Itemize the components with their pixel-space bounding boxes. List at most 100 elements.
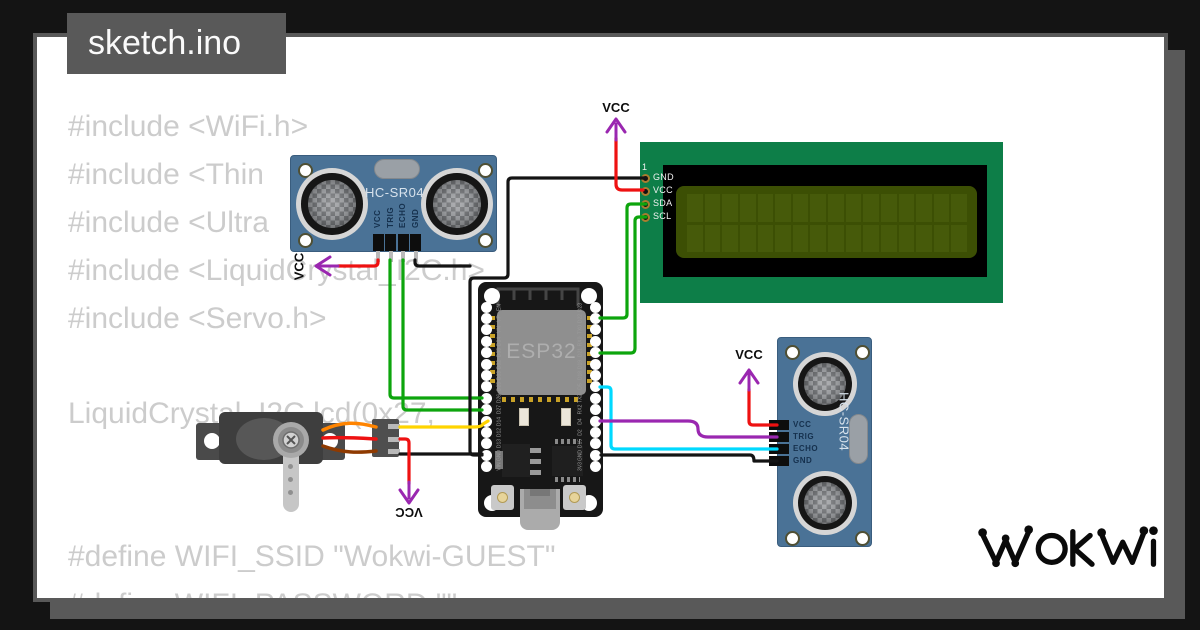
lcd-cell: [898, 194, 915, 222]
code-line: #include <WiFi.h>: [68, 110, 309, 143]
lcd-cell: [880, 224, 897, 252]
lcd-cell: [828, 194, 844, 222]
mount-hole: [298, 233, 313, 248]
servo-horn-hole: [288, 477, 293, 482]
regulator-leg: [530, 470, 541, 475]
servo-mount-hole: [322, 433, 338, 449]
vcc-label-top-sensor: VCC: [291, 252, 307, 281]
sketch-file-name: sketch.ino: [88, 24, 242, 62]
lcd-cell: [880, 194, 897, 222]
sensor-pin: [372, 234, 384, 251]
lcd-cell: [916, 224, 932, 252]
code-line: #include <LiquidCrystal_I2C.h>: [68, 254, 485, 287]
antenna-trace-icon: [496, 287, 580, 306]
lcd-pin-label: SDA: [653, 198, 673, 208]
mount-hole: [855, 531, 870, 546]
esp32-pin: [589, 324, 601, 336]
esp32-pin: [589, 312, 601, 324]
mount-hole: [298, 163, 313, 178]
lcd-pin-label: GND: [653, 172, 674, 182]
lcd-cell: [757, 224, 774, 252]
esp32-pin: [480, 392, 492, 404]
servo-screw-icon: [282, 431, 300, 449]
lcd-pin-label: SCL: [653, 211, 672, 221]
esp32-pin: [480, 347, 492, 359]
lcd-cell: [722, 224, 738, 252]
esp32-pin: [480, 415, 492, 427]
esp32-pin: [480, 301, 492, 313]
esp32-pin: [480, 449, 492, 461]
sensor-pin-label: TRIG: [793, 432, 815, 441]
transducer: [296, 168, 368, 240]
sensor-pin-label: GND: [793, 456, 813, 465]
lcd-cell: [792, 194, 809, 222]
esp32-pin: [589, 381, 601, 393]
voltage-regulator: [502, 444, 530, 477]
lcd-cell: [933, 194, 950, 222]
regulator-leg: [530, 459, 541, 464]
sketch-file-tab: sketch.ino: [67, 13, 286, 74]
esp32-pin: [589, 301, 601, 313]
lcd-display: 1: [640, 142, 1003, 303]
esp32-pin: [480, 404, 492, 416]
code-line: #define WIFI_PASSWORD "": [68, 588, 457, 598]
sensor-pin-lead: [388, 248, 393, 262]
esp32-pin: [589, 449, 601, 461]
esp32-pin: [589, 415, 601, 427]
usb-connector: [520, 489, 560, 530]
ic-pins: [555, 477, 580, 482]
lcd-cell: [828, 224, 844, 252]
esp32-pin: [480, 312, 492, 324]
code-line: #include <Servo.h>: [68, 302, 327, 335]
esp32-pin: [480, 461, 492, 473]
lcd-cell: [898, 224, 915, 252]
sensor-title: HC-SR04: [365, 185, 425, 200]
lcd-character-grid: [687, 194, 967, 252]
ic-pins: [555, 439, 580, 444]
sensor-pin-label: ECHO: [398, 202, 407, 228]
lcd-cell: [757, 194, 774, 222]
esp32-pin: [589, 438, 601, 450]
esp32-module-label: ESP32: [506, 340, 577, 363]
sensor-title: HC-SR04: [836, 391, 852, 452]
lcd-cell: [951, 194, 967, 222]
esp32-pin: [589, 404, 601, 416]
esp32-pin: [480, 358, 492, 370]
esp32-pin-label: 3V3: [577, 462, 584, 472]
transducer: [793, 352, 857, 416]
lcd-pin: [641, 186, 650, 196]
esp32-pin: [589, 335, 601, 347]
esp32-pin-label: VIN: [496, 462, 503, 471]
esp32-pin: [480, 369, 492, 381]
sensor-pin-label: TRIG: [385, 206, 395, 228]
boot-button: [563, 485, 586, 510]
vcc-label-lcd: VCC: [602, 100, 630, 115]
servo-horn-hole: [288, 464, 293, 469]
crystal-oscillator: [374, 159, 420, 179]
sensor-pin: [769, 456, 789, 466]
code-line: #define WIFI_SSID "Wokwi-GUEST": [68, 540, 556, 573]
lcd-cell: [792, 224, 809, 252]
esp32-pin: [480, 335, 492, 347]
connector-pin: [388, 437, 400, 442]
lcd-cell: [704, 194, 721, 222]
sensor-pin-lead: [376, 248, 380, 262]
capacitor: [561, 408, 571, 426]
en-button: [491, 485, 514, 510]
lcd-pin1-index: 1: [642, 162, 648, 172]
sensor-pin-label: ECHO: [793, 444, 819, 453]
code-layer: #include <WiFi.h>#include <Thin#include …: [37, 37, 1164, 598]
lcd-cell: [775, 224, 791, 252]
lcd-cell: [951, 224, 967, 252]
mount-hole: [478, 233, 493, 248]
esp32-pin: [480, 324, 492, 336]
sensor-pin-label: GND: [410, 208, 420, 228]
lcd-cell: [810, 194, 826, 222]
esp32-pin: [589, 392, 601, 404]
lcd-cell: [722, 194, 738, 222]
ultrasonic-sensor-right: HC-SR04: [777, 337, 872, 547]
lcd-cell: [845, 194, 862, 222]
esp32-pin: [589, 461, 601, 473]
lcd-pin: [641, 212, 650, 222]
lcd-cell: [916, 194, 932, 222]
